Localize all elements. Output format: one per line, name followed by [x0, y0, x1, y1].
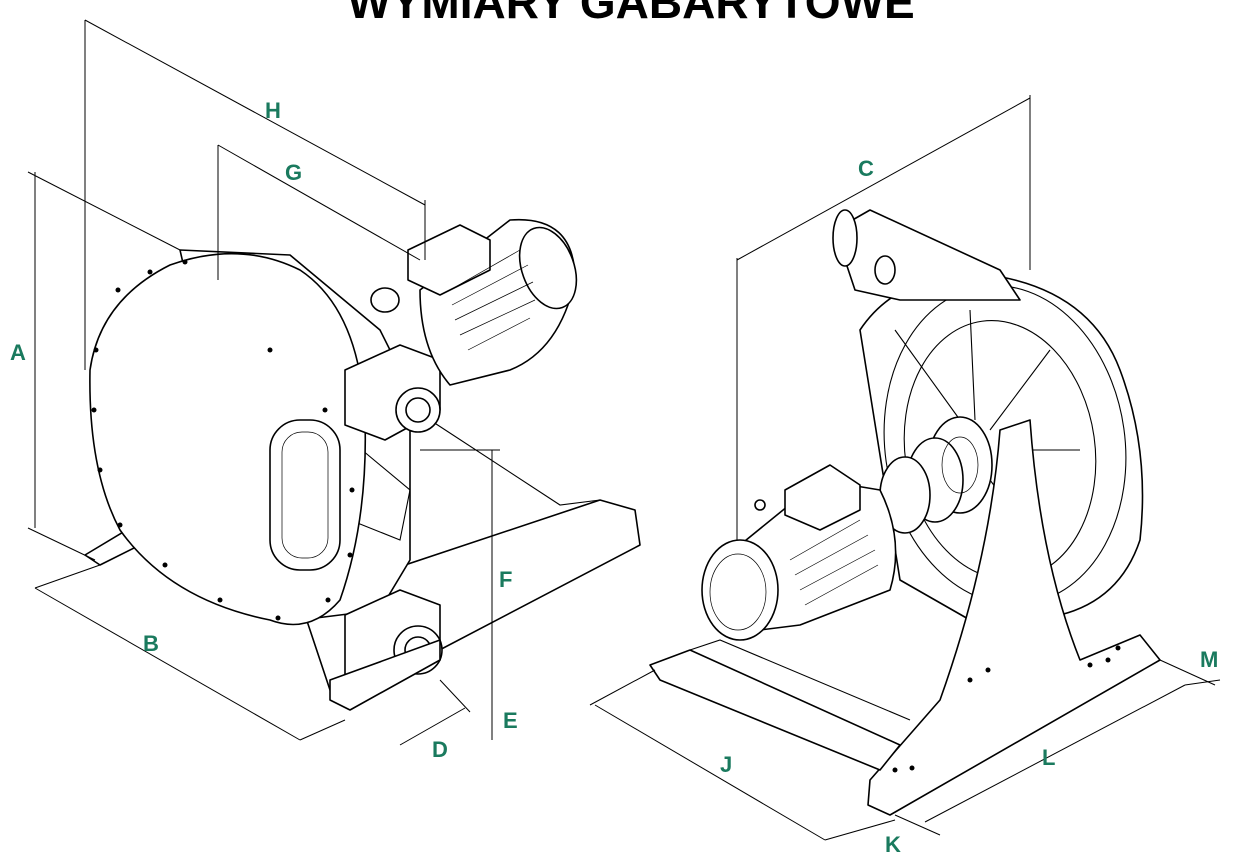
- dim-label-f: F: [499, 567, 512, 592]
- frame-bolts: [892, 645, 1121, 773]
- cover-bolts: [91, 259, 355, 621]
- coupling-right: [879, 416, 993, 534]
- inspection-window: [269, 419, 341, 571]
- dimension-lines: [27, 19, 1221, 841]
- support-pedestal: [867, 419, 1161, 816]
- pump-left-view: [84, 218, 641, 711]
- dim-label-e: E: [503, 708, 518, 733]
- dim-label-m: M: [1200, 647, 1218, 672]
- dim-label-b: B: [143, 631, 159, 656]
- pump-right-view: [649, 209, 1161, 816]
- dimension-labels: A B C D E F G H J K L M: [10, 98, 1218, 855]
- motor-right: [701, 464, 897, 641]
- dim-label-c: C: [858, 156, 874, 181]
- drawing-title: WYMIARY GABARYTOWE: [347, 0, 914, 28]
- top-port-block: [834, 209, 1021, 301]
- dim-label-g: G: [285, 160, 302, 185]
- dim-label-h: H: [265, 98, 281, 123]
- motor-fan-cover: [701, 539, 779, 641]
- dim-label-a: A: [10, 340, 26, 365]
- dim-label-k: K: [885, 832, 901, 855]
- dim-label-l: L: [1042, 745, 1055, 770]
- dim-label-j: J: [720, 752, 732, 777]
- motor-left: [370, 218, 578, 386]
- dim-label-d: D: [432, 737, 448, 762]
- base-frame-right: [649, 649, 901, 771]
